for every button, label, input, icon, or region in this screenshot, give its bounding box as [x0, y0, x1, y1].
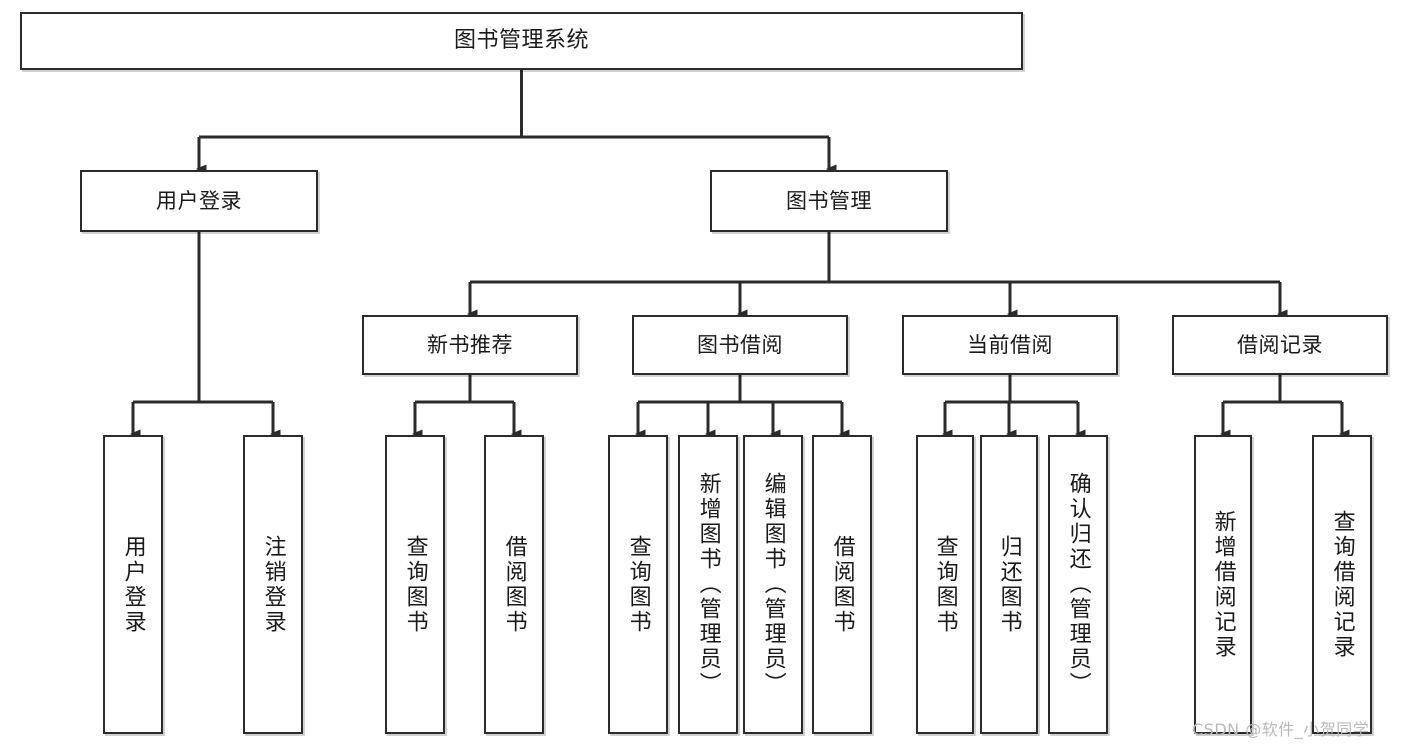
node-label: 确认归还（管理员）	[1065, 472, 1091, 697]
node-label: 新增借阅记录	[1210, 509, 1236, 660]
node-label: 查询图书	[932, 534, 958, 635]
node-borrow-log[interactable]: 借阅记录	[1172, 315, 1388, 375]
node-leaf-11[interactable]: 确认归还（管理员）	[1048, 435, 1108, 734]
node-label: 查询借阅记录	[1329, 509, 1355, 660]
node-label: 图书借阅	[697, 332, 783, 357]
node-leaf-1[interactable]: 用户登录	[103, 435, 163, 734]
node-leaf-12[interactable]: 新增借阅记录	[1194, 435, 1252, 734]
node-leaf-9[interactable]: 查询图书	[916, 435, 974, 734]
node-leaf-4[interactable]: 借阅图书	[484, 435, 544, 734]
node-leaf-13[interactable]: 查询借阅记录	[1312, 435, 1372, 734]
node-label: 归还图书	[996, 534, 1022, 635]
csdn-watermark: CSDN @软件_小贺同学	[1192, 720, 1370, 739]
node-leaf-5[interactable]: 查询图书	[608, 435, 668, 734]
node-label: 查询图书	[402, 534, 428, 635]
node-new-rec[interactable]: 新书推荐	[362, 315, 578, 375]
node-label: 用户登录	[120, 534, 146, 635]
node-label: 当前借阅	[967, 332, 1053, 357]
node-label: 编辑图书（管理员）	[760, 472, 786, 697]
node-leaf-10[interactable]: 归还图书	[980, 435, 1038, 734]
node-book-borrow[interactable]: 图书借阅	[632, 315, 848, 375]
node-book-mgmt[interactable]: 图书管理	[710, 170, 948, 232]
node-label: 查询图书	[625, 534, 651, 635]
node-cur-borrow[interactable]: 当前借阅	[902, 315, 1118, 375]
node-leaf-8[interactable]: 借阅图书	[812, 435, 872, 734]
node-leaf-7[interactable]: 编辑图书（管理员）	[743, 435, 803, 734]
node-label: 注销登录	[260, 534, 286, 635]
node-user-login[interactable]: 用户登录	[80, 170, 318, 232]
node-leaf-6[interactable]: 新增图书（管理员）	[678, 435, 738, 734]
node-label: 借阅图书	[501, 534, 527, 635]
node-label: 图书管理系统	[453, 28, 589, 54]
node-label: 借阅图书	[829, 534, 855, 635]
node-label: 新增图书（管理员）	[695, 472, 721, 697]
node-label: 借阅记录	[1237, 332, 1323, 357]
node-label: 新书推荐	[427, 332, 513, 357]
node-label: 用户登录	[156, 188, 242, 213]
node-leaf-3[interactable]: 查询图书	[385, 435, 445, 734]
node-leaf-2[interactable]: 注销登录	[243, 435, 303, 734]
node-label: 图书管理	[786, 188, 872, 213]
node-root[interactable]: 图书管理系统	[20, 12, 1023, 70]
